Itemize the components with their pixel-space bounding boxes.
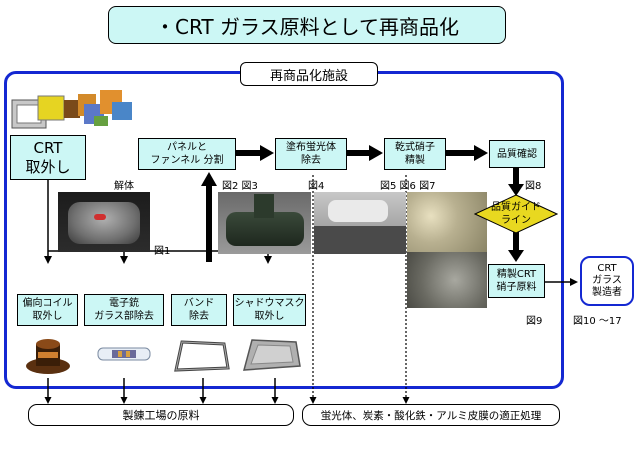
refined-crt-glass-box: 精製CRT 硝子原料 xyxy=(488,264,545,298)
shadow-mask-icon xyxy=(240,336,302,374)
fig-ref-2-3: 図2 図3 xyxy=(222,181,258,192)
crt-removal-box: CRT 取外し xyxy=(10,135,86,180)
fig-ref-4: 図4 xyxy=(308,181,325,192)
proper-treatment-box: 蛍光体、炭素・酸化鉄・アルミ皮膜の適正処理 xyxy=(302,404,560,426)
quality-guideline-diamond: 品質ガイド ライン xyxy=(474,194,558,234)
facility-label: 再商品化施設 xyxy=(240,62,378,86)
band-frame-icon xyxy=(172,338,230,374)
panel-funnel-split-box: パネルと ファンネル 分割 xyxy=(138,138,236,170)
fig-ref-8: 図8 xyxy=(525,181,542,192)
fig-ref-5-6-7: 図5 図6 図7 xyxy=(380,181,436,192)
glass-cullet-photo-1 xyxy=(407,192,487,252)
quality-guideline-label: 品質ガイド ライン xyxy=(491,202,541,226)
electron-gun-removal-box: 電子銃 ガラス部除去 xyxy=(84,294,164,326)
dry-glass-refining-box: 乾式硝子 精製 xyxy=(384,138,446,170)
dismantle-label: 解体 xyxy=(114,181,134,192)
electron-gun-icon xyxy=(96,342,154,366)
dismantle-photo xyxy=(58,192,150,252)
glass-cullet-photo-2 xyxy=(407,252,487,308)
panel-funnel-photo xyxy=(218,192,311,254)
phosphor-removal-photo xyxy=(314,192,406,254)
fig-ref-10-17: 図10 ～17 xyxy=(573,316,622,327)
page-title: ・CRT ガラス原料として再商品化 xyxy=(108,6,506,44)
phosphor-removal-box: 塗布蛍光体 除去 xyxy=(275,138,347,170)
band-removal-box: バンド 除去 xyxy=(171,294,227,326)
deflection-coil-removal-box: 偏向コイル 取外し xyxy=(17,294,78,326)
shadow-mask-removal-box: シャドウマスク 取外し xyxy=(233,294,306,326)
quality-check-box: 品質確認 xyxy=(489,140,545,168)
deflection-coil-icon xyxy=(24,336,72,376)
smelter-raw-material-box: 製錬工場の原料 xyxy=(28,404,294,426)
fig-ref-9: 図9 xyxy=(526,316,543,327)
crt-monitors-icon xyxy=(8,86,136,136)
fig-ref-1: 図1 xyxy=(154,246,171,257)
crt-glass-manufacturer-box: CRT ガラス 製造者 xyxy=(580,256,634,306)
